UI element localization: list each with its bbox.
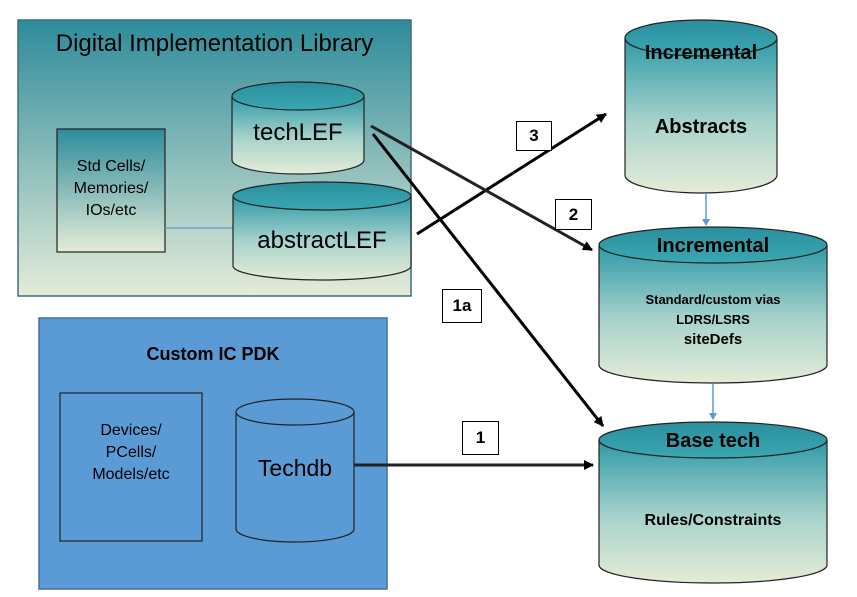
arrow-step-1a [371,133,605,427]
library-title: Digital Implementation Library [55,30,374,57]
std-cells-line: Memories/ [73,180,149,197]
step-2-label: 2 [555,199,592,230]
techlef-label: techLEF [253,119,343,146]
pdk-title: Custom IC PDK [146,344,280,364]
incremental-line: siteDefs [683,331,743,348]
step-1-label: 1 [462,421,499,455]
std-cells-label: Std Cells/ Memories/ IOs/etc [57,156,165,222]
std-cells-line: IOs/etc [85,202,137,219]
devices-line: Devices/ [100,422,162,439]
devices-line: PCells/ [105,444,157,461]
arrow-step-3 [416,112,607,236]
incremental-title: Incremental [656,235,770,257]
base-tech-title: Base tech [665,430,761,452]
std-cells-box [56,128,166,253]
abstractlef-label: abstractLEF [257,227,387,254]
base-tech-body: Rules/Constraints [644,512,782,529]
step-1a-label: 1a [442,289,482,323]
incremental-database [598,226,828,384]
incremental-line: LDRS/LSRS [676,312,750,327]
devices-label: Devices/ PCells/ Models/etc [60,420,202,486]
base-tech-database [598,421,828,584]
techdb-cylinder [235,398,355,543]
incremental-line: Standard/custom vias [645,292,781,307]
abstractlef-cylinder [232,181,412,281]
std-cells-line: Std Cells/ [76,158,146,175]
devices-line: Models/etc [92,466,170,483]
abstracts-body: Abstracts [654,116,748,138]
techdb-label: Techdb [257,455,333,481]
incremental-body: Standard/custom vias LDRS/LSRS siteDefs [599,290,827,350]
devices-box [59,392,203,542]
techlef-cylinder [231,81,365,175]
abstracts-title: Incremental [644,42,758,64]
step-3-label: 3 [516,121,552,151]
abstracts-database [624,19,778,194]
